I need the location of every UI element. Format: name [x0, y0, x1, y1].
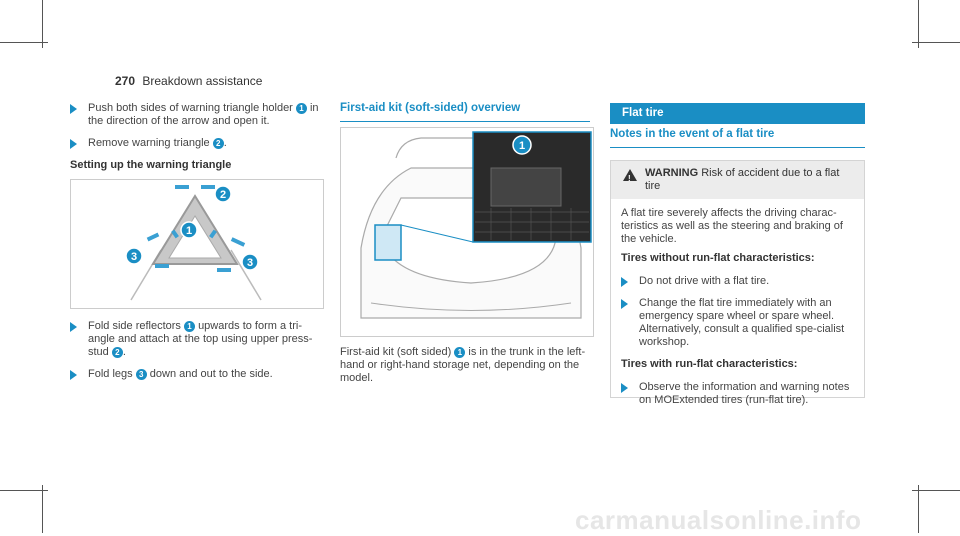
- heading-rule: [340, 121, 590, 122]
- step-item: Observe the information and warning note…: [621, 381, 854, 407]
- warning-triangle-illustration: 1 2 3 3: [125, 185, 262, 301]
- warning-triangle-figure: 1 2 3 3: [70, 179, 324, 309]
- step-text: Remove warning triangle: [88, 137, 210, 149]
- column-warning-triangle: Push both sides of warning triangle hold…: [70, 102, 320, 182]
- step-item: Push both sides of warning triangle hold…: [70, 102, 320, 128]
- section-title: Breakdown assistance: [142, 74, 263, 88]
- figure-label: 3: [247, 257, 253, 269]
- warning-body: A flat tire severely affects the driving…: [611, 199, 864, 415]
- no-runflat-heading: Tires without run-flat characteristics:: [621, 252, 815, 264]
- warning-label: WARNING: [645, 167, 699, 179]
- step-text: Change the flat tire immediately with an…: [639, 297, 845, 348]
- step-text: Fold side reflectors: [88, 320, 181, 332]
- crop-mark: [42, 0, 43, 48]
- number-badge: 2: [212, 137, 224, 149]
- step-item: Fold legs 3 down and out to the side.: [70, 368, 320, 381]
- arrow-icon: [70, 370, 77, 380]
- watermark: carmanualsonline.info: [575, 505, 862, 535]
- step-text: Observe the information and warning note…: [639, 381, 850, 406]
- arrow-icon: [621, 299, 628, 309]
- step-item: Fold side reflectors 1 upwards to form a…: [70, 320, 320, 359]
- step-text: upwards to form a tri-angle and attach a…: [88, 320, 313, 358]
- crop-mark: [918, 485, 919, 533]
- figure-label: 1: [519, 140, 525, 152]
- step-text: Fold legs: [88, 368, 133, 380]
- number-badge: 1: [454, 346, 466, 358]
- figure-label: 1: [186, 225, 192, 237]
- column-first-aid: First-aid kit (soft-sided) overview: [340, 102, 590, 122]
- step-text: .: [223, 137, 227, 149]
- figure-label: 3: [131, 251, 137, 263]
- step-text: Push both sides of warning triangle hold…: [88, 102, 293, 114]
- warning-text: Risk of accident due to a flat tire: [645, 167, 840, 192]
- number-badge: 1: [295, 102, 307, 114]
- warning-box: ! WARNING Risk of accident due to a flat…: [610, 160, 865, 406]
- crop-mark: [42, 485, 43, 533]
- step-item: Remove warning triangle 2.: [70, 137, 320, 150]
- step-text: Do not drive with a flat tire.: [639, 275, 770, 287]
- subsection-heading: Notes in the event of a flat tire: [610, 128, 775, 140]
- column-triangle-steps: Fold side reflectors 1 upwards to form a…: [70, 320, 320, 390]
- step-text: .: [122, 346, 126, 358]
- subheading: Setting up the warning triangle: [70, 159, 232, 171]
- step-text: down and out to the side.: [149, 368, 273, 380]
- trunk-illustration: 1: [360, 131, 592, 319]
- arrow-icon: [621, 277, 628, 287]
- caption-text: First-aid kit (soft sided): [340, 346, 452, 358]
- heading-rule: [610, 147, 865, 148]
- arrow-icon: [70, 322, 77, 332]
- runflat-heading: Tires with run-flat characteristics:: [621, 358, 798, 370]
- caption-text: is in the trunk in the left-hand or righ…: [340, 346, 586, 384]
- number-badge: 2: [111, 346, 123, 358]
- arrow-icon: [70, 139, 77, 149]
- arrow-icon: [70, 104, 77, 114]
- first-aid-kit-figure: 1: [340, 127, 594, 337]
- crop-mark: [918, 0, 919, 48]
- body-text: A flat tire severely affects the driving…: [621, 207, 843, 245]
- figure-label: 2: [220, 189, 226, 201]
- column-flat-tire: Notes in the event of a flat tire: [610, 128, 865, 148]
- crop-mark: [0, 490, 48, 491]
- step-item: Do not drive with a flat tire.: [621, 275, 854, 288]
- crop-mark: [912, 42, 960, 43]
- section-heading: First-aid kit (soft-sided) overview: [340, 102, 521, 114]
- warning-header: ! WARNING Risk of accident due to a flat…: [611, 161, 864, 199]
- crop-mark: [912, 490, 960, 491]
- number-badge: 1: [184, 320, 195, 332]
- crop-mark: [0, 42, 48, 43]
- step-text: in the direction of the arrow and open i…: [88, 102, 319, 127]
- step-item: Change the flat tire immediately with an…: [621, 297, 854, 349]
- page-number: 270: [115, 74, 136, 88]
- warning-triangle-icon: !: [623, 169, 637, 183]
- arrow-icon: [621, 383, 628, 393]
- number-badge: 3: [135, 368, 147, 380]
- page-header: 270 Breakdown assistance: [115, 74, 262, 88]
- section-banner: Flat tire: [610, 103, 865, 124]
- figure-caption: First-aid kit (soft sided) 1 is in the t…: [340, 346, 590, 385]
